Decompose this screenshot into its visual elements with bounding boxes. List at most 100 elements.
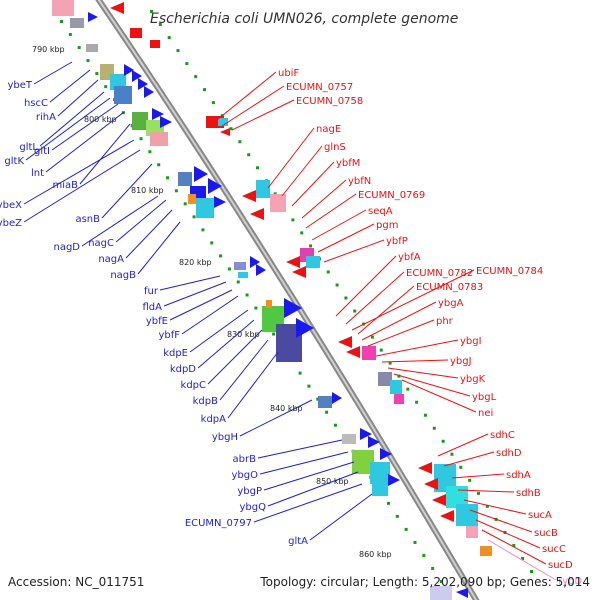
tick-dot bbox=[192, 215, 196, 219]
feature-arrow bbox=[194, 166, 208, 182]
feature-block bbox=[114, 86, 132, 104]
gene-label-sucB: sucB bbox=[534, 528, 558, 539]
tick-dot bbox=[247, 153, 251, 157]
gene-label-fldA: fldA bbox=[143, 302, 163, 313]
leader-line bbox=[345, 271, 405, 325]
tick-dot bbox=[423, 413, 427, 417]
feature-block bbox=[372, 484, 388, 496]
tick-dot bbox=[254, 306, 258, 310]
leader-line bbox=[221, 85, 285, 127]
tick-dot bbox=[210, 241, 214, 245]
gene-label-gltA: gltA bbox=[288, 536, 308, 547]
feature-block bbox=[378, 372, 392, 386]
feature-block bbox=[362, 346, 376, 360]
feature-arrow bbox=[88, 12, 98, 22]
leader-line bbox=[375, 339, 459, 357]
tick-dot bbox=[316, 397, 320, 401]
leader-line bbox=[367, 319, 435, 347]
genome-backbone bbox=[95, 0, 480, 600]
outer-features bbox=[110, 2, 492, 600]
feature-block bbox=[266, 300, 272, 308]
gene-label-ybgK: ybgK bbox=[460, 374, 486, 385]
feature-arrow bbox=[286, 256, 300, 268]
tick-dot bbox=[174, 189, 178, 193]
leader-line bbox=[23, 149, 141, 223]
leader-line bbox=[197, 319, 255, 369]
feature-arrow bbox=[160, 116, 172, 128]
gene-label-ybfE: ybfE bbox=[146, 316, 168, 327]
gene-label-gltK: gltK bbox=[4, 156, 24, 167]
feature-arrow bbox=[250, 256, 260, 268]
feature-block bbox=[270, 194, 286, 212]
gene-label-ECUMN_0757: ECUMN_0757 bbox=[286, 82, 353, 93]
feature-block bbox=[52, 0, 74, 16]
tick-dot bbox=[157, 163, 161, 167]
genome-summary: Topology: circular; Length: 5,202,090 bp… bbox=[259, 575, 590, 589]
feature-block bbox=[132, 112, 148, 130]
gene-label-ybeX: ybeX bbox=[0, 200, 22, 211]
gene-label-ECUMN_0784: ECUMN_0784 bbox=[476, 266, 543, 277]
gene-label-sdhD: sdhD bbox=[496, 448, 522, 459]
gene-label-kdpE: kdpE bbox=[163, 348, 188, 359]
tick-dot bbox=[238, 140, 242, 144]
leader-line bbox=[259, 451, 349, 475]
gene-label-sdhA: sdhA bbox=[506, 470, 531, 481]
tick-dot bbox=[273, 192, 277, 196]
leader-line bbox=[387, 367, 459, 379]
tick-dot bbox=[459, 465, 463, 469]
leader-line bbox=[219, 339, 269, 401]
leader-line bbox=[189, 309, 249, 353]
feature-block bbox=[178, 172, 192, 186]
tick-dot bbox=[245, 293, 249, 297]
tick-dot bbox=[431, 566, 435, 570]
tick-dot bbox=[325, 410, 329, 414]
gene-label-ubiF: ubiF bbox=[278, 68, 299, 79]
leader-line bbox=[267, 471, 359, 507]
gene-label-gltI: gltI bbox=[34, 146, 50, 157]
leader-line bbox=[309, 493, 373, 541]
gene-label-rybD: rybD bbox=[558, 576, 582, 587]
tick-dot bbox=[413, 540, 417, 544]
feature-arrow bbox=[144, 86, 154, 98]
gene-label-ybgI: ybgI bbox=[460, 336, 482, 347]
leader-line bbox=[317, 223, 375, 253]
gene-label-ECUMN_0769: ECUMN_0769 bbox=[358, 190, 425, 201]
tick-dot bbox=[326, 270, 330, 274]
feature-arrow bbox=[440, 510, 454, 522]
tick-dot bbox=[256, 166, 260, 170]
feature-arrow bbox=[346, 346, 360, 358]
feature-block bbox=[390, 380, 402, 394]
leader-line bbox=[457, 489, 515, 493]
feature-arrow bbox=[214, 196, 226, 208]
feature-arrow bbox=[132, 70, 142, 82]
tick-dot bbox=[441, 439, 445, 443]
tick-dot bbox=[388, 361, 392, 365]
gene-label-nagD: nagD bbox=[53, 242, 80, 253]
tick-dot bbox=[236, 280, 240, 284]
gene-label-ybfF: ybfF bbox=[158, 330, 180, 341]
tick-dot bbox=[194, 75, 198, 79]
feature-block bbox=[352, 450, 374, 474]
leader-line bbox=[39, 91, 105, 147]
leader-line bbox=[393, 373, 471, 397]
gene-label-ybeZ: ybeZ bbox=[0, 218, 22, 229]
tick-dot bbox=[291, 218, 295, 222]
leader-line bbox=[253, 483, 363, 523]
leader-line bbox=[357, 285, 415, 335]
tick-dot bbox=[309, 244, 313, 248]
feature-block bbox=[318, 396, 332, 408]
leader-line bbox=[381, 359, 449, 363]
feature-arrow bbox=[256, 264, 266, 276]
gene-label-sucA: sucA bbox=[528, 510, 552, 521]
leader-line bbox=[79, 123, 131, 185]
tick-dot bbox=[432, 426, 436, 430]
leader-line bbox=[361, 301, 437, 341]
feature-block bbox=[234, 262, 246, 270]
gene-label-gltL: gltL bbox=[19, 142, 38, 153]
tick-dot bbox=[60, 20, 63, 23]
gene-label-sdhB: sdhB bbox=[516, 488, 541, 499]
leader-line bbox=[311, 209, 367, 241]
gene-label-ybgJ: ybgJ bbox=[450, 356, 472, 367]
gene-label-ybfM: ybfM bbox=[336, 158, 360, 169]
